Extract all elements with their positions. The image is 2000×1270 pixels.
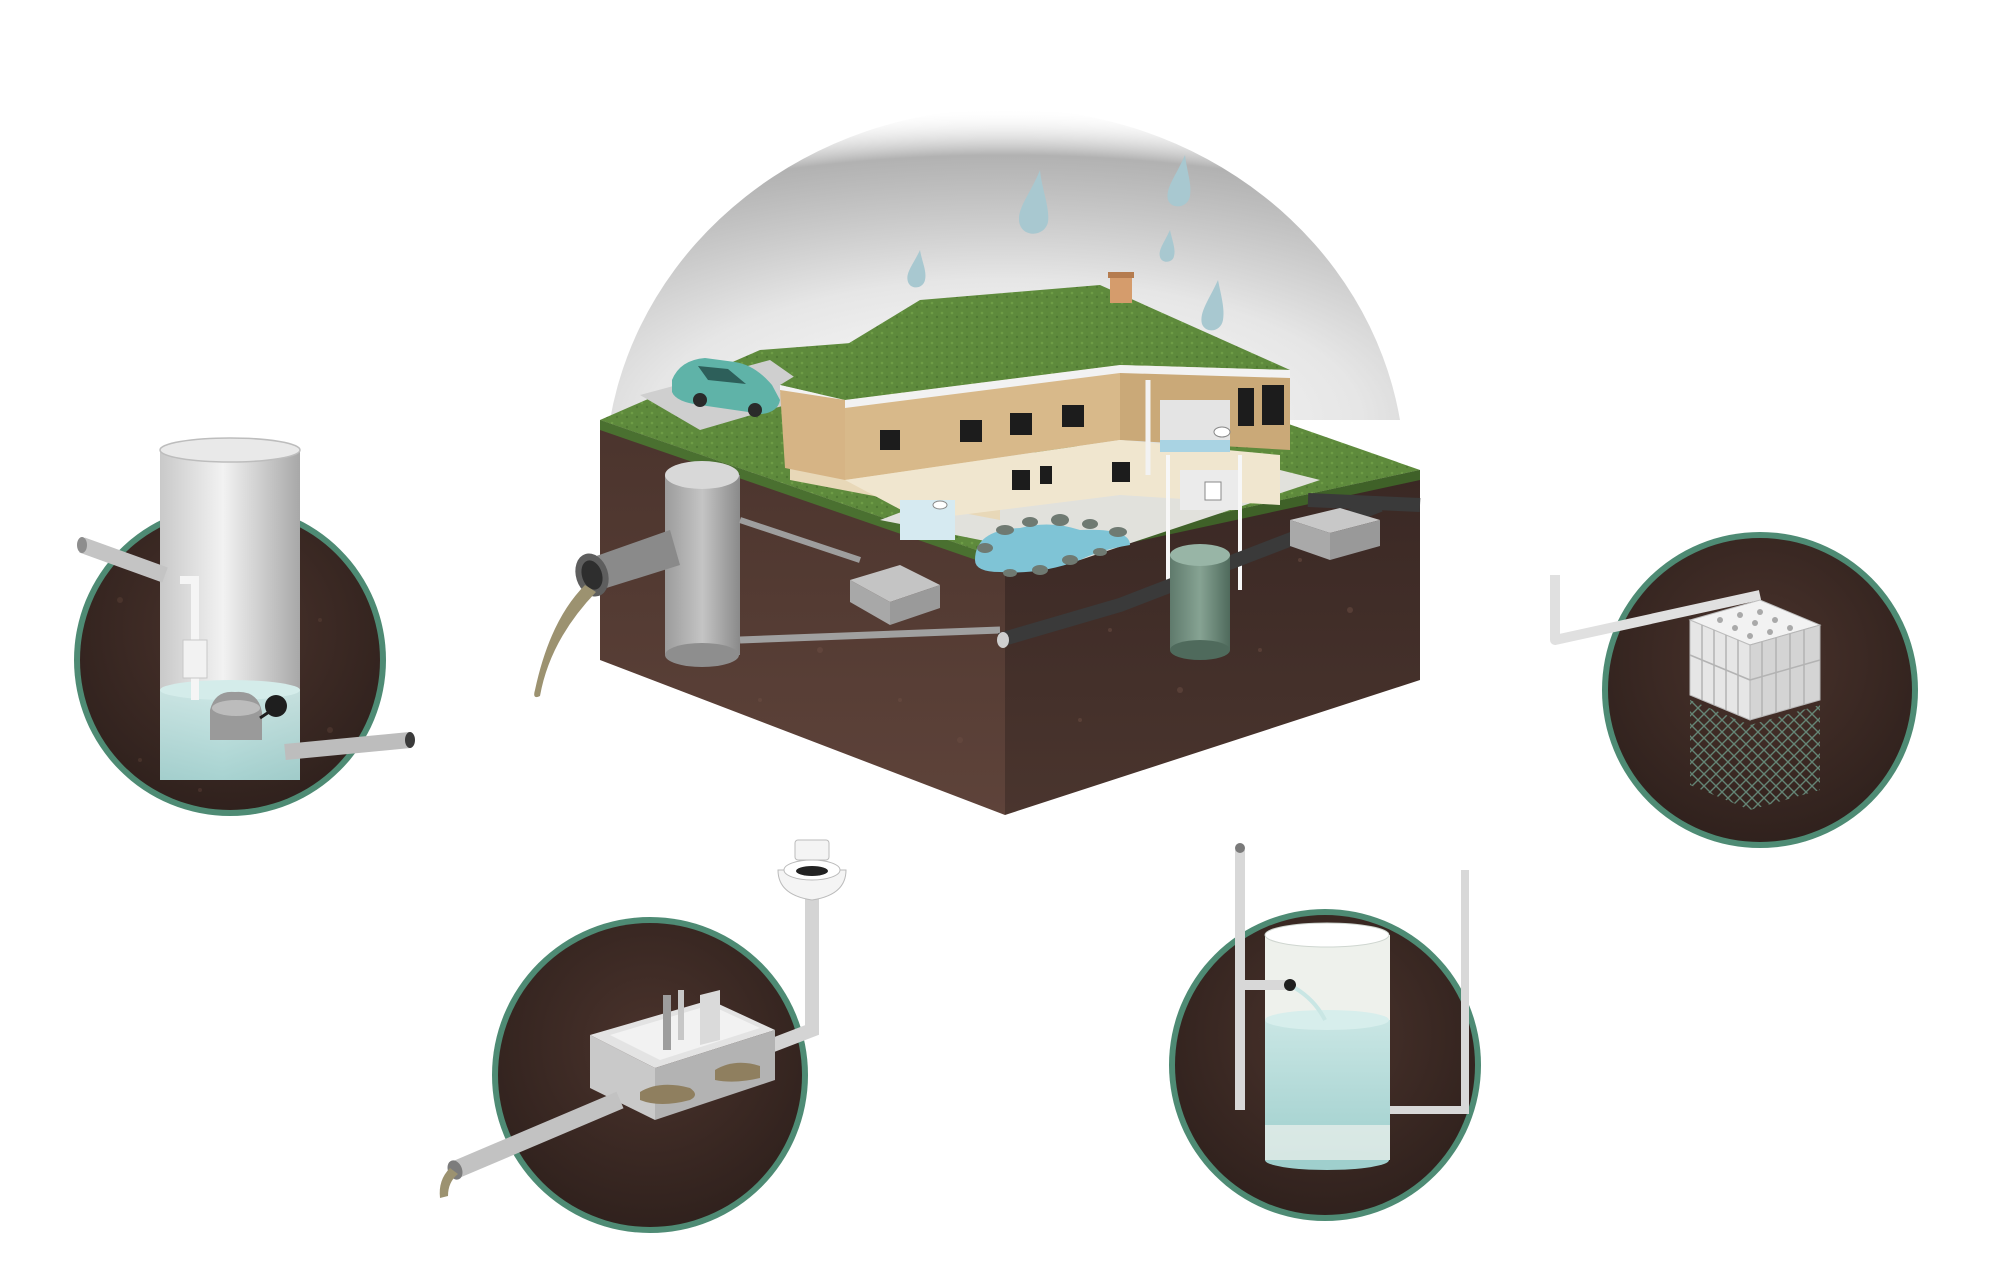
raindrop	[907, 250, 926, 288]
window	[1012, 470, 1030, 490]
raindrop	[1201, 280, 1224, 331]
car-windows	[698, 366, 746, 384]
tank-baffle	[663, 995, 671, 1050]
washer-icon	[1204, 481, 1222, 501]
infiltration-inlet-pipe	[1550, 575, 1762, 645]
window	[880, 430, 900, 450]
drain-pipe	[739, 517, 861, 563]
effluent-stream	[534, 585, 596, 698]
car-wheel	[693, 393, 707, 407]
roof-edge-front	[780, 365, 1290, 408]
sump-basin-top	[159, 437, 301, 463]
check-valve	[182, 639, 208, 679]
interceptor-tank-inset	[439, 839, 847, 1233]
cistern-tank	[1170, 544, 1230, 660]
car	[672, 358, 780, 417]
pond-water	[975, 524, 1130, 573]
car-wheel	[748, 403, 762, 417]
infiltration-gravel-bed	[1690, 700, 1820, 810]
outlet-pipe	[284, 732, 411, 760]
chimney-cap	[1108, 272, 1134, 278]
chimney	[1110, 275, 1132, 303]
cistern-tank-inset	[1169, 843, 1481, 1221]
house-property-cutaway	[534, 272, 1421, 815]
cistern-top	[1264, 922, 1390, 948]
catch-basin	[850, 565, 940, 625]
inlet-nozzle	[1284, 979, 1296, 991]
interceptor-tank-front	[590, 1035, 655, 1120]
pond	[975, 514, 1130, 577]
cistern-outlet-pipe	[1390, 870, 1469, 1114]
drain-pipe	[739, 626, 1001, 644]
sump-pump-inset	[74, 437, 415, 816]
infiltration-crate	[1688, 599, 1822, 721]
raindrop	[1159, 230, 1175, 262]
effluent-pipe	[451, 1091, 624, 1179]
windows	[880, 385, 1284, 490]
window	[1040, 466, 1052, 484]
interior-bathroom-floor	[1160, 440, 1230, 452]
window	[1112, 462, 1130, 482]
window	[1062, 405, 1084, 427]
toilet-icon	[1213, 426, 1231, 438]
green-roof	[780, 285, 1290, 400]
window	[1262, 385, 1284, 425]
water-inflow	[1293, 986, 1327, 1021]
raindrop	[1019, 170, 1049, 234]
cistern-base	[1265, 1125, 1390, 1160]
pond-rocks	[977, 514, 1127, 577]
infiltration-chamber-inset	[1550, 532, 1918, 848]
effluent-stream	[439, 1168, 458, 1198]
drain-pipe	[1307, 493, 1421, 512]
pump-chamber	[1290, 508, 1380, 560]
toilet-icon	[777, 839, 847, 901]
house-side-wing	[780, 390, 845, 480]
inlet-pipe	[79, 537, 168, 583]
window	[1010, 413, 1032, 435]
tank-wall	[700, 990, 720, 1045]
toilet-icon	[932, 500, 948, 510]
window	[960, 420, 982, 442]
outlet-pipe	[534, 530, 680, 698]
house	[790, 365, 1290, 590]
cistern-inlet-pipe	[1235, 850, 1290, 1110]
pipe-opening	[997, 632, 1009, 648]
raindrop	[1167, 155, 1191, 207]
tank-interior	[610, 1005, 760, 1060]
interior-plumbing	[1166, 455, 1242, 590]
window	[1238, 388, 1254, 426]
soil-stack-pipe	[757, 880, 819, 1057]
tank-baffle	[678, 990, 684, 1040]
sludge	[640, 1084, 695, 1104]
sludge	[715, 1062, 760, 1082]
